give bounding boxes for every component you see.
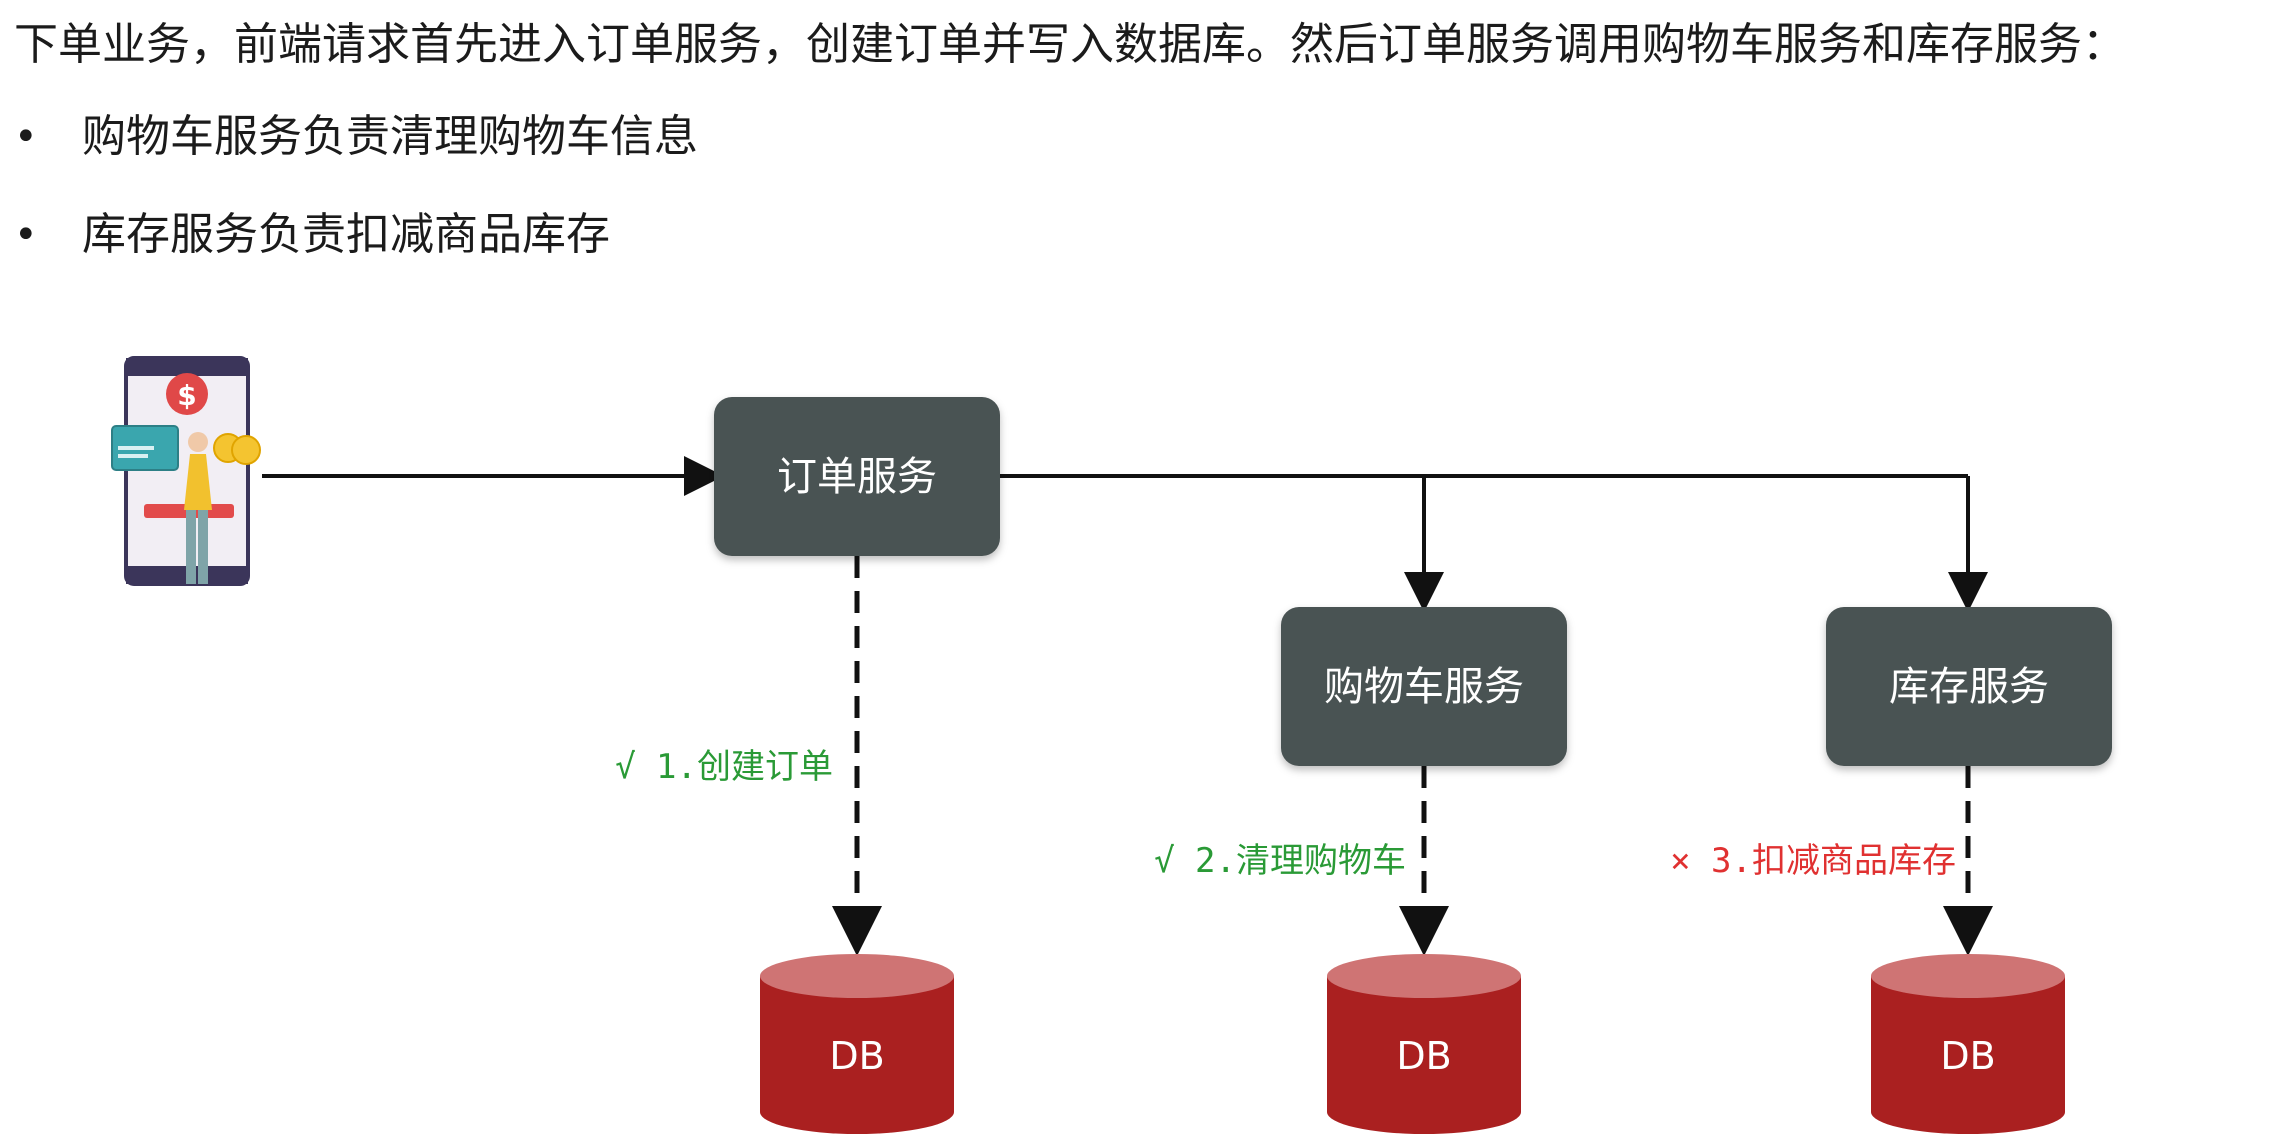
- cart-service-label: 购物车服务: [1324, 664, 1524, 710]
- cart-database: DB: [1327, 954, 1521, 1134]
- stock-service-node: 库存服务: [1826, 607, 2112, 766]
- bullet-marker: •: [14, 212, 38, 258]
- stock-service-label: 库存服务: [1889, 664, 2049, 710]
- step-clear-cart: √ 2.清理购物车: [1154, 841, 1406, 881]
- order-service-label: 订单服务: [777, 454, 937, 500]
- intro-text: 下单业务，前端请求首先进入订单服务，创建订单并写入数据库。然后订单服务调用购物车…: [14, 19, 2126, 70]
- mobile-payment-user-icon: $: [111, 356, 261, 586]
- cart-db-label: DB: [1396, 1034, 1451, 1078]
- order-service-node: 订单服务: [714, 397, 1000, 556]
- step-create-order: √ 1.创建订单: [615, 747, 833, 787]
- order-db-label: DB: [829, 1034, 884, 1078]
- bullet-marker: •: [14, 114, 38, 160]
- stock-database: DB: [1871, 954, 2065, 1134]
- bullet-text-cart: 购物车服务负责清理购物车信息: [82, 111, 698, 162]
- cart-service-node: 购物车服务: [1281, 607, 1567, 766]
- bullet-text-stock: 库存服务负责扣减商品库存: [82, 209, 610, 260]
- dollar-symbol: $: [177, 379, 196, 412]
- order-database: DB: [760, 954, 954, 1134]
- stock-db-label: DB: [1940, 1034, 1995, 1078]
- step-deduct-stock: × 3.扣减商品库存: [1670, 841, 1956, 881]
